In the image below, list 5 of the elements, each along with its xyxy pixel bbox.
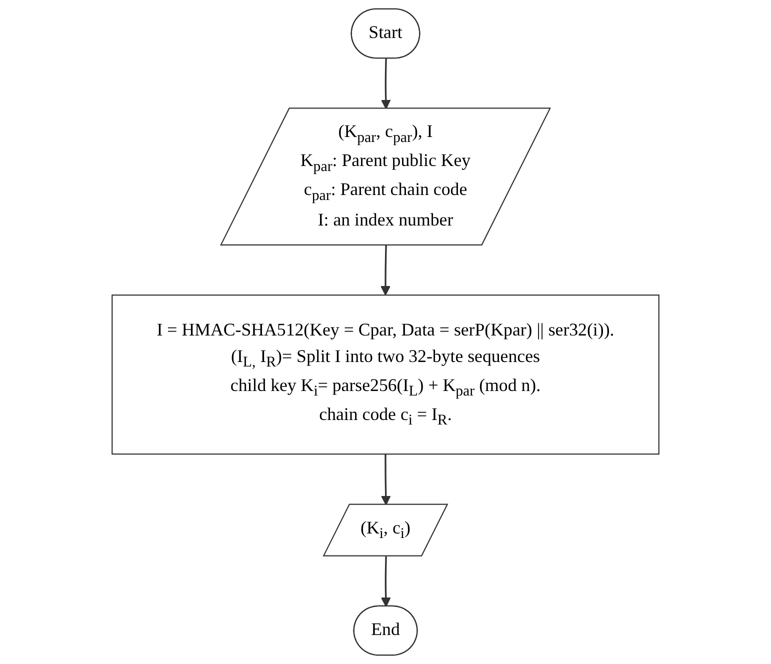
arrow (380, 556, 391, 607)
arrow (380, 454, 391, 506)
arrow (380, 58, 391, 110)
node-box: I = HMAC-SHA512(Key = Cpar, Data = serP(Kpar) || ser32(i)). (I$_{L,}$ I$_{R}$)= Split I into two 32-byte sequences child key K$_{i}$= parse256(I$_{L}$) + K$_{par}$ (mod n). chain code c$_{i}$ = I$_{R}$. (112, 294, 660, 455)
arrow (380, 245, 390, 296)
